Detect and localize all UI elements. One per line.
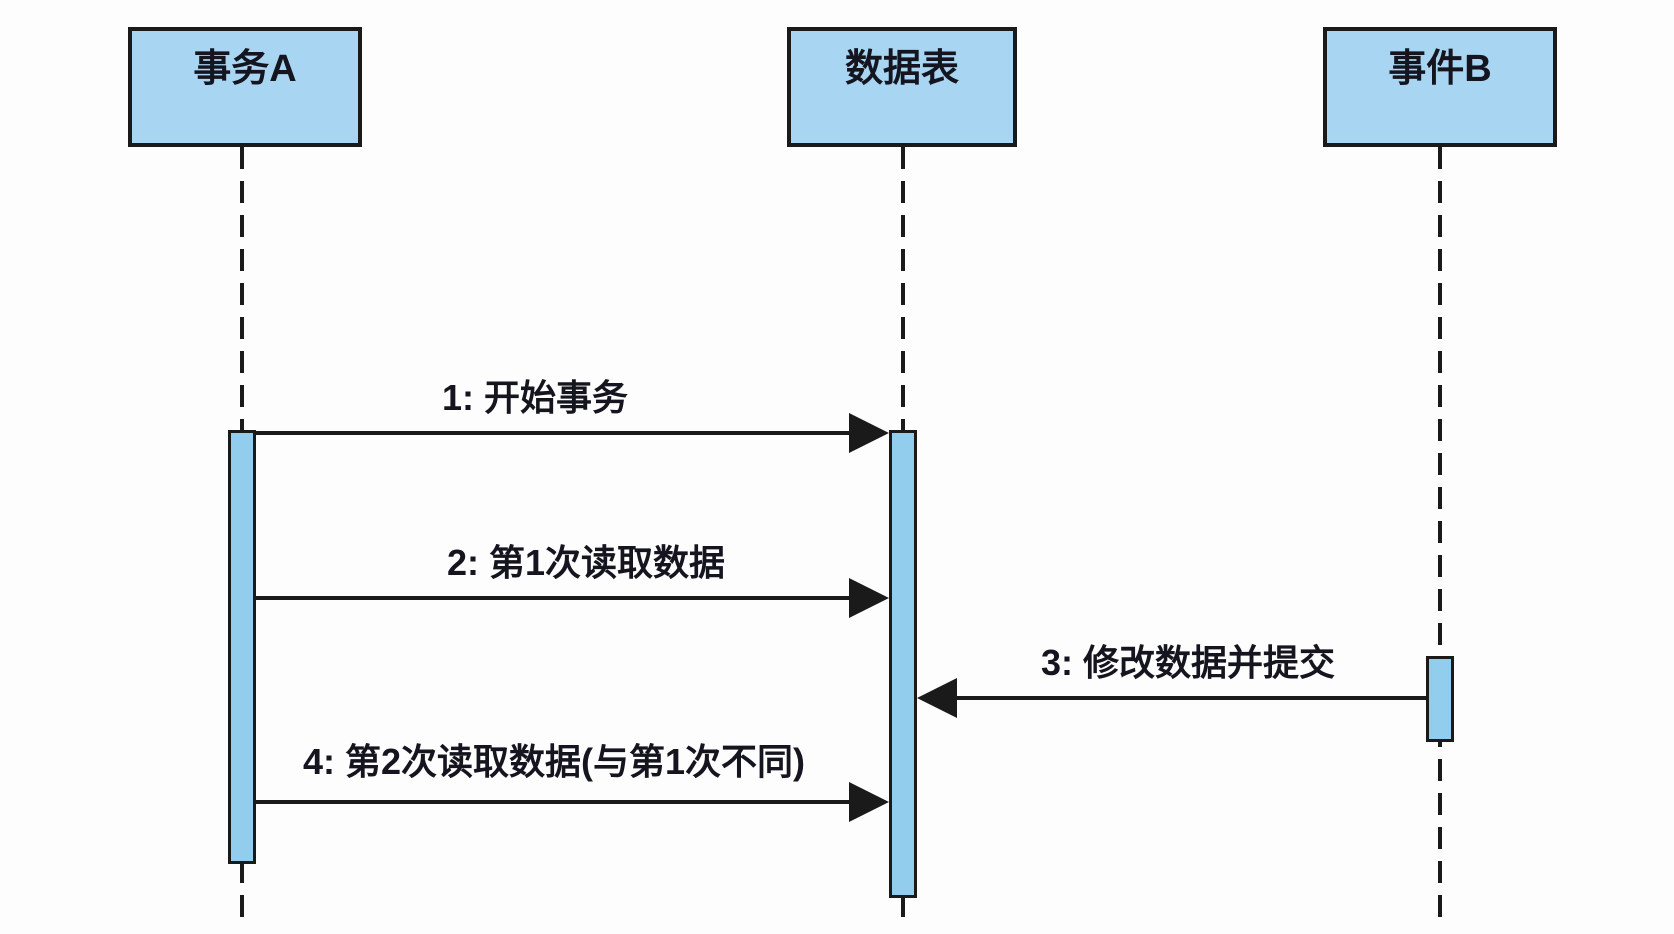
actor-label-event-b: 事件B (1388, 48, 1492, 90)
actor-label-data-table: 数据表 (844, 48, 959, 90)
message-2-line (256, 596, 856, 600)
message-3-line (953, 696, 1426, 700)
actor-box-event-b: 事件B (1323, 27, 1557, 147)
message-3-label: 3: 修改数据并提交 (1040, 642, 1336, 683)
actor-label-transaction-a: 事务A (193, 48, 297, 90)
message-1-label: 1: 开始事务 (441, 377, 629, 418)
message-3-arrowhead-icon (917, 678, 957, 718)
activation-bar-transaction-a (228, 430, 256, 864)
lifeline-event-b (1438, 147, 1442, 917)
activation-bar-event-b (1426, 656, 1454, 742)
message-2-label: 2: 第1次读取数据 (446, 542, 726, 583)
message-4-label: 4: 第2次读取数据(与第1次不同) (302, 741, 806, 782)
message-4-line (256, 800, 856, 804)
message-4-arrowhead-icon (849, 782, 889, 822)
message-2-arrowhead-icon (849, 578, 889, 618)
actor-box-transaction-a: 事务A (128, 27, 362, 147)
activation-bar-data-table (889, 430, 917, 898)
actor-box-data-table: 数据表 (787, 27, 1017, 147)
message-1-arrowhead-icon (849, 413, 889, 453)
message-1-line (256, 431, 856, 435)
